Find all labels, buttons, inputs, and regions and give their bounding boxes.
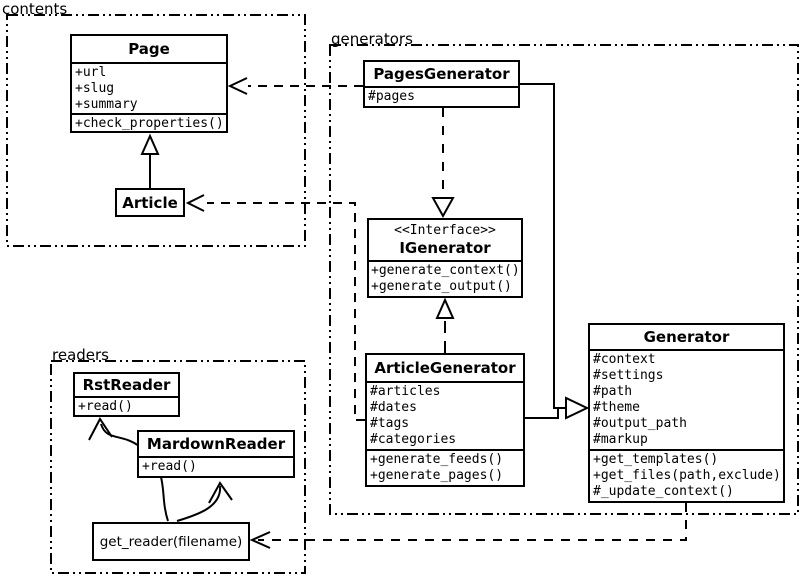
- attribute: #theme: [593, 400, 640, 415]
- class-title-rstreader: RstReader: [82, 376, 171, 394]
- articlegenerator-attributes: #articles #dates #tags #categories: [367, 381, 523, 449]
- method: +generate_pages(): [370, 468, 504, 483]
- function-box-get-reader: get_reader(filename): [92, 522, 250, 561]
- get-reader-label: get_reader(filename): [99, 533, 243, 550]
- method: +get_files(path,exclude): [593, 468, 781, 483]
- articlegenerator-to-generator-line: [525, 409, 559, 419]
- generators-package-border: [329, 44, 799, 515]
- page-attributes: +url +slug +summary: [72, 62, 226, 113]
- open-arrowhead-mardownreader: [208, 481, 233, 504]
- attribute: +summary: [75, 97, 138, 112]
- class-title-pagesgenerator: PagesGenerator: [373, 65, 510, 83]
- attribute: +url: [75, 65, 107, 80]
- readers-package-label: readers: [52, 346, 109, 364]
- open-arrowhead-rstreader: [88, 417, 113, 441]
- method: +generate_feeds(): [370, 452, 504, 467]
- getreader-to-mardownreader-curve: [176, 485, 222, 522]
- stereotype-label: <<Interface>>: [394, 222, 496, 238]
- class-box-generator: Generator #context #settings #path #them…: [588, 323, 785, 503]
- attribute: #dates: [370, 400, 417, 415]
- attribute: #path: [593, 384, 633, 399]
- class-title-articlegenerator: ArticleGenerator: [374, 359, 516, 377]
- method: +generate_context(): [371, 263, 520, 278]
- realization-triangle-igenerator-top: [431, 197, 455, 219]
- method: +read(): [142, 459, 197, 474]
- method: +check_properties(): [75, 116, 224, 131]
- class-box-page: Page +url +slug +summary +check_properti…: [70, 34, 228, 133]
- class-box-rstreader: RstReader +read(): [73, 372, 180, 417]
- generators-package-label: generators: [331, 30, 413, 48]
- open-arrowhead-article: [185, 194, 205, 212]
- method: +generate_output(): [371, 279, 512, 294]
- class-box-mardownreader: MardownReader +read(): [137, 430, 295, 478]
- pagesgenerator-to-generator-line: [520, 83, 566, 409]
- articlegenerator-to-article-dashed: [207, 202, 365, 421]
- open-arrowhead-page: [227, 77, 248, 95]
- class-box-pagesgenerator: PagesGenerator #pages: [363, 60, 520, 108]
- method: +read(): [78, 399, 133, 414]
- class-title-mardownreader: MardownReader: [146, 435, 286, 453]
- attribute: #articles: [370, 384, 441, 399]
- class-box-article: Article: [115, 188, 185, 217]
- inheritance-triangle-page: [140, 133, 160, 155]
- class-box-articlegenerator: ArticleGenerator #articles #dates #tags …: [365, 353, 525, 487]
- attribute: +slug: [75, 81, 115, 96]
- generator-methods: +get_templates() +get_files(path,exclude…: [590, 449, 783, 501]
- open-arrowhead-getreader: [249, 531, 271, 549]
- igenerator-title-block: <<Interface>> IGenerator: [369, 220, 521, 260]
- readers-package-border: [50, 360, 306, 574]
- class-box-igenerator: <<Interface>> IGenerator +generate_conte…: [367, 218, 523, 298]
- attribute: #markup: [593, 432, 648, 447]
- articlegenerator-methods: +generate_feeds() +generate_pages(): [367, 449, 523, 485]
- mardownreader-methods: +read(): [139, 456, 293, 476]
- generator-to-getreader-dashed: [258, 503, 687, 541]
- class-title-igenerator: IGenerator: [399, 238, 491, 257]
- pagesgenerator-attributes: #pages: [365, 86, 518, 106]
- rstreader-methods: +read(): [75, 396, 178, 415]
- realization-triangle-igenerator-bottom: [435, 297, 455, 319]
- method: #_update_context(): [593, 484, 734, 499]
- attribute: #output_path: [593, 416, 687, 431]
- inheritance-triangle-generator: [565, 396, 590, 420]
- attribute: #settings: [593, 368, 664, 383]
- contents-package-label: contents: [2, 0, 68, 18]
- attribute: #tags: [370, 416, 410, 431]
- attribute: #pages: [368, 89, 415, 104]
- class-title-generator: Generator: [643, 328, 730, 346]
- generator-attributes: #context #settings #path #theme #output_…: [590, 349, 783, 449]
- igenerator-methods: +generate_context() +generate_output(): [369, 260, 521, 296]
- class-title-article: Article: [122, 193, 178, 212]
- attribute: #categories: [370, 432, 457, 447]
- attribute: #context: [593, 352, 656, 367]
- page-methods: +check_properties(): [72, 113, 226, 131]
- class-title-page: Page: [128, 40, 170, 58]
- contents-package-border: [6, 14, 306, 247]
- method: +get_templates(): [593, 452, 719, 467]
